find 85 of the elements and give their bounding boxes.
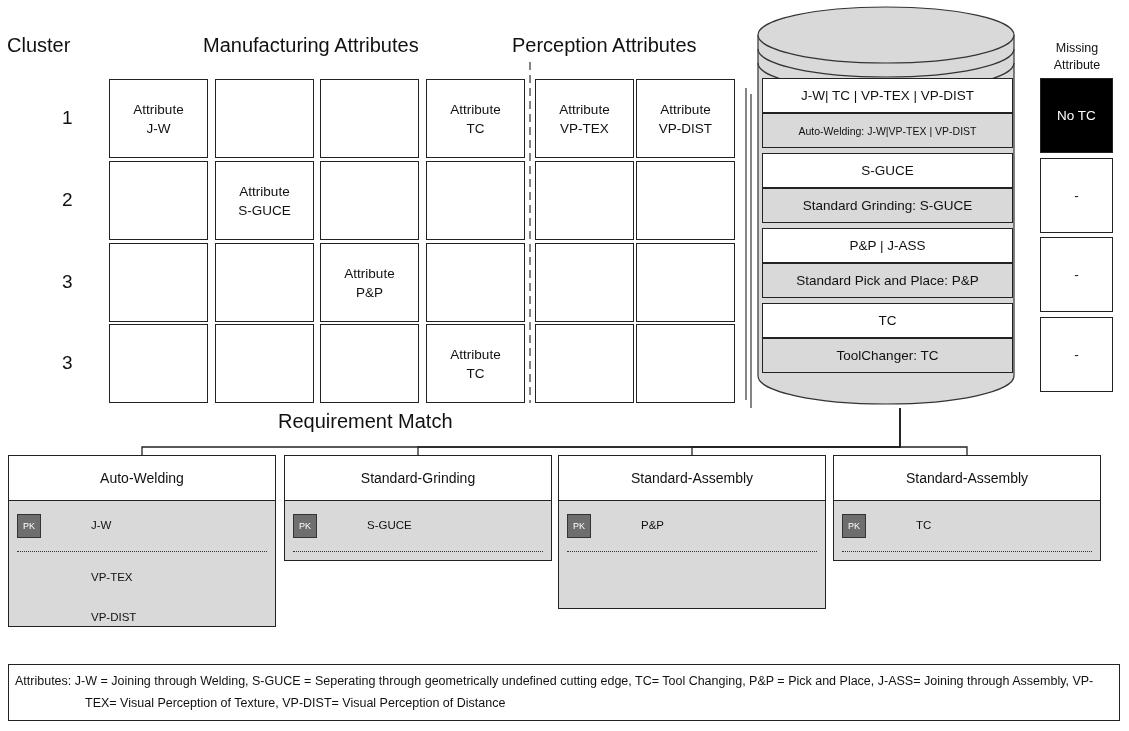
missing-text: - [1074,347,1079,362]
key-badge: PK [842,514,866,538]
capability-row [762,228,1013,263]
capability-row [762,78,1013,113]
grid-box [215,161,314,240]
field-text: P&P [641,519,664,531]
cluster-number: 1 [62,107,73,129]
grid-box [426,79,525,158]
grid-box [215,79,314,158]
cluster-number: 3 [62,271,73,293]
cluster-number: 2 [62,189,73,211]
grid-box [636,243,735,322]
entity-table [8,455,276,627]
row-text: ToolChanger: TC [836,348,939,363]
grid-box [320,324,419,403]
key-badge: PK [567,514,591,538]
missing-text: - [1074,188,1079,203]
attribute-label: Attribute S-GUCE [237,182,292,220]
key-badge: PK [293,514,317,538]
missing-text: No TC [1057,108,1096,123]
skill-row [762,113,1013,148]
column-heading: Cluster [7,34,71,57]
section-heading: Requirement Match [278,410,453,433]
capability-row [762,303,1013,338]
entity-table [558,455,826,609]
table-header: Standard-Grinding [284,455,552,501]
skill-row [762,338,1013,373]
grid-box [535,324,634,403]
attribute-label: Attribute TC [449,100,502,138]
row-text: Standard Pick and Place: P&P [796,273,979,288]
field-text: TC [916,519,932,531]
row-text: P&P | J-ASS [849,238,926,253]
table-header: Auto-Welding [8,455,276,501]
attribute-label: Attribute P&P [343,264,396,302]
grid-box [320,79,419,158]
capability-row [762,153,1013,188]
skill-row [762,263,1013,298]
row-text: Standard Grinding: S-GUCE [802,198,973,213]
missing-box [1040,78,1113,153]
grid-box [535,161,634,240]
attribute-label: Attribute VP-DIST [657,100,714,138]
row-text: TC [878,313,897,328]
entity-table [833,455,1101,561]
field-text: VP-DIST [91,611,137,623]
attribute-label: Attribute TC [449,345,502,383]
grid-box [320,243,419,322]
entity-table [284,455,552,561]
missing-box [1040,237,1113,312]
grid-box [426,243,525,322]
attribute-label: Attribute VP-TEX [558,100,611,138]
grid-box [215,324,314,403]
column-heading: Missing Attribute [1052,40,1102,74]
grid-box [636,79,735,158]
grid-box [426,161,525,240]
note-text: Attributes: J-W = Joining through Welding, S-GUCE = Seperating through geometrically undefined cutting edge, TC= Tool Changing, P&P = Pick and Place, J-ASS= Joining through Assembly, VP-TEX= Visual Perception of Texture, VP-DIST= Visual Perception of Distance [15,673,1095,712]
attribute-label: Attribute J-W [132,100,185,138]
grid-box [320,161,419,240]
missing-box [1040,317,1113,392]
note-box [8,664,1120,721]
grid-box [109,324,208,403]
row-text: J-W| TC | VP-TEX | VP-DIST [801,88,974,103]
grid-box [636,161,735,240]
connector-line [899,407,968,456]
grid-box [535,79,634,158]
grid-box [109,243,208,322]
missing-box [1040,158,1113,233]
column-heading: Perception Attributes [512,34,697,57]
grid-box [109,79,208,158]
field-text: VP-TEX [91,571,133,583]
table-header: Standard-Assembly [833,455,1101,501]
grid-box [109,161,208,240]
row-text: S-GUCE [861,163,914,178]
field-text: S-GUCE [367,519,412,531]
skill-row [762,188,1013,223]
key-badge: PK [17,514,41,538]
grid-box [636,324,735,403]
field-text: J-W [91,519,112,531]
row-text: Auto-Welding: J-W|VP-TEX | VP-DIST [798,124,977,137]
missing-text: - [1074,267,1079,282]
cluster-number: 3 [62,352,73,374]
table-header: Standard-Assembly [558,455,826,501]
grid-box [426,324,525,403]
grid-box [215,243,314,322]
grid-box [535,243,634,322]
column-heading: Manufacturing Attributes [203,34,419,57]
